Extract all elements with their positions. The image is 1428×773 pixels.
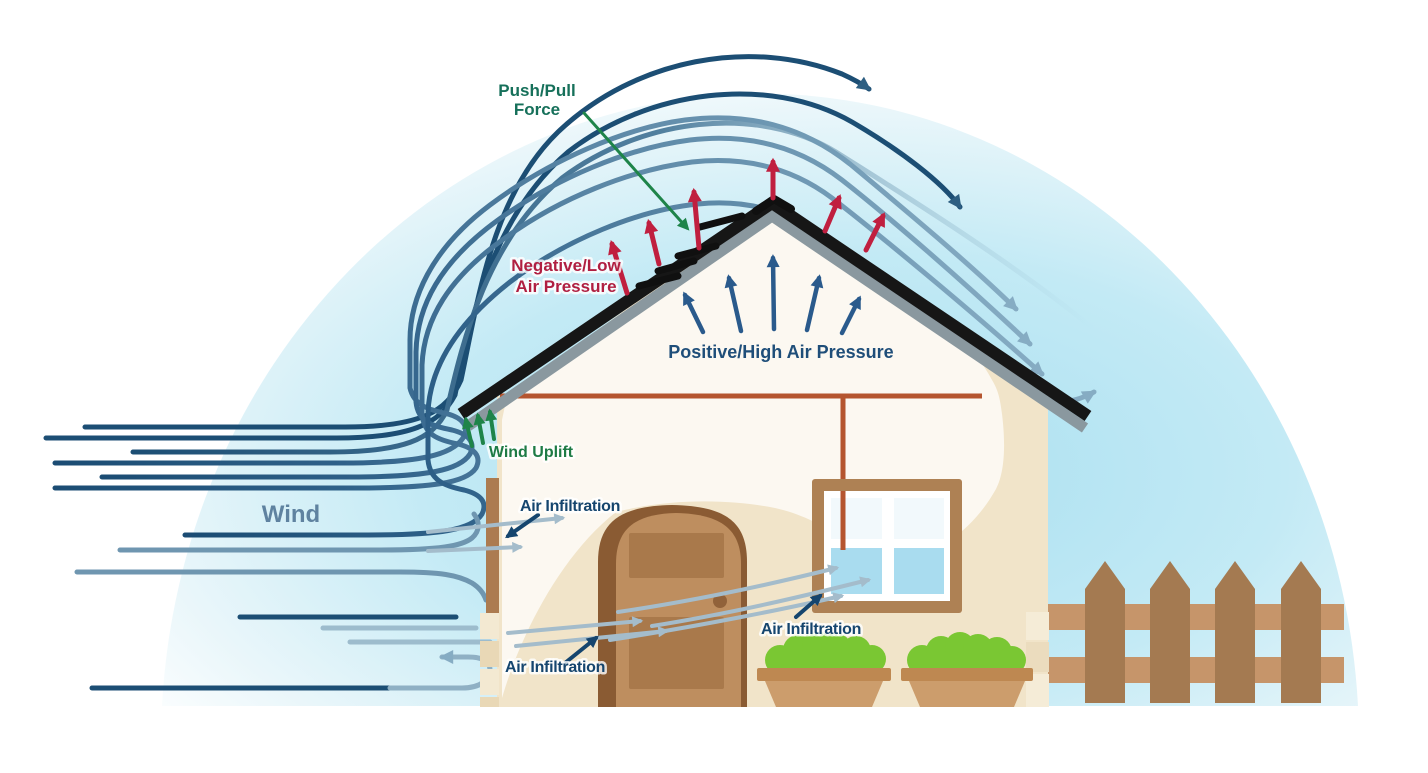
right-corner-quoins — [1026, 612, 1049, 707]
infiltration-arrow — [426, 541, 524, 553]
infiltration-flow-arrows — [426, 513, 872, 648]
streamline-eave-dip-1 — [117, 511, 481, 553]
interior-cutaway — [502, 218, 1005, 698]
infiltration-arrow — [506, 616, 644, 635]
air-infiltration-door-label: Air Infiltration — [505, 659, 605, 676]
picket-fence — [1044, 561, 1344, 703]
blue-up-arrow — [804, 274, 824, 333]
wind-uplift-arrows — [462, 111, 690, 448]
left-wall-board — [486, 478, 499, 613]
infiltration-arrow — [616, 564, 840, 614]
blue-up-arrow — [839, 295, 862, 336]
infiltration-arrow — [426, 513, 566, 534]
negative-pressure-label-line2: Air Pressure — [515, 277, 616, 296]
air-infiltration-window-label: Air Infiltration — [761, 621, 861, 638]
streamline-eave-dip-2 — [74, 569, 489, 603]
positive-pressure-arrows — [682, 254, 862, 336]
label-arrow-wall — [505, 513, 540, 539]
roof — [457, 195, 1092, 433]
red-up-arrow — [644, 218, 662, 267]
window — [812, 479, 962, 613]
house — [480, 202, 1049, 707]
wind-uplift-label: Wind Uplift — [489, 444, 574, 461]
push-pull-arrow — [582, 111, 690, 231]
planter-right — [901, 632, 1033, 707]
front-door — [598, 505, 747, 707]
green-up-arrow — [485, 408, 498, 441]
negative-pressure-label-line1: Negative/Low — [511, 256, 621, 275]
door-knob — [713, 594, 727, 608]
planter-left — [757, 631, 891, 707]
red-up-arrow — [687, 187, 702, 251]
label-arrow-window — [794, 593, 823, 619]
fence-picket — [1281, 561, 1321, 703]
label-pointer-arrows — [505, 513, 823, 669]
label-arrow-door — [558, 635, 599, 669]
red-up-arrow — [863, 212, 886, 253]
air-infiltration-wall-label: Air Infiltration — [520, 498, 620, 515]
blue-up-arrow — [682, 291, 706, 335]
fence-picket — [1150, 561, 1190, 703]
positive-pressure-label: Positive/High Air Pressure — [668, 342, 893, 362]
streamline-top-1 — [82, 54, 872, 430]
red-up-arrow — [822, 194, 842, 234]
fence-picket — [1215, 561, 1255, 703]
bush — [765, 631, 886, 675]
roof-shadow — [464, 210, 1089, 433]
red-up-arrow — [608, 239, 630, 296]
push-pull-label-line2: Force — [514, 100, 560, 119]
blue-up-arrow — [766, 254, 780, 332]
fence-picket — [1085, 561, 1125, 703]
streamline-top-3 — [130, 120, 1098, 455]
blue-up-arrow — [724, 274, 744, 334]
lifted-shingles — [635, 195, 795, 290]
bush — [907, 632, 1026, 675]
left-corner-quoins — [480, 613, 499, 707]
diagram-labels: Push/Pull Force Negative/Low Air Pressur… — [262, 79, 894, 679]
infiltration-arrow — [650, 576, 872, 628]
wind-label: Wind — [262, 501, 320, 528]
push-pull-label-line1: Push/Pull — [498, 81, 575, 100]
negative-pressure-arrows — [608, 157, 886, 296]
green-up-arrow — [473, 412, 486, 445]
green-up-arrow — [462, 416, 474, 448]
